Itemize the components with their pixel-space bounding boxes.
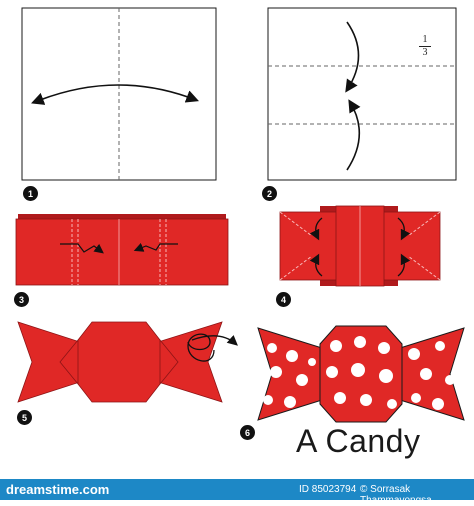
- corner-arrow: [397, 253, 411, 277]
- step-4-figure: [279, 205, 441, 287]
- paper-strip: [18, 214, 226, 220]
- step-number-5: 5: [17, 410, 32, 425]
- pleat-symbol: [133, 242, 178, 252]
- step-number-1: 1: [23, 186, 38, 201]
- step-2-figure: [267, 7, 457, 181]
- step-number-3: 3: [14, 292, 29, 307]
- step-number-4: 4: [276, 292, 291, 307]
- fold-down-arrow: [345, 21, 360, 93]
- turn-over-arrow: [187, 333, 236, 362]
- pleat-line: [59, 339, 179, 385]
- candy-left-wing: [17, 321, 81, 403]
- fraction-numerator: 1: [419, 34, 431, 47]
- pleat-symbol: [60, 243, 104, 254]
- fold-up-arrow: [346, 99, 361, 171]
- step-1-figure: [21, 7, 217, 181]
- candy-title: A Candy: [296, 423, 421, 459]
- step-number-2: 2: [262, 186, 277, 201]
- footer-image-id: ID 85023794: [299, 484, 357, 495]
- step-6-figure: [257, 325, 465, 423]
- corner-arrow: [309, 217, 323, 241]
- corner-arrow: [309, 253, 323, 277]
- step-number-6: 6: [240, 425, 255, 440]
- step-5-figure: [17, 321, 236, 403]
- one-third-label: 1 3: [419, 34, 431, 59]
- footer-logo[interactable]: dreamstime.com: [6, 482, 110, 497]
- stock-footer-bar: dreamstime.com ID 85023794 © Sorrasak Th…: [0, 479, 474, 506]
- fold-arrow: [31, 84, 199, 105]
- footer-author: © Sorrasak Thammavongsa: [360, 484, 432, 506]
- paper-strip: [15, 218, 229, 286]
- polka-dots: [263, 336, 455, 410]
- paper-square: [267, 7, 457, 181]
- fraction-denominator: 3: [422, 47, 428, 58]
- corner-arrow: [397, 217, 411, 241]
- step-3-figure: [15, 214, 229, 286]
- corner-fold-line: [279, 211, 441, 281]
- candy-right-wing: [157, 321, 223, 403]
- candy-body: [77, 321, 161, 403]
